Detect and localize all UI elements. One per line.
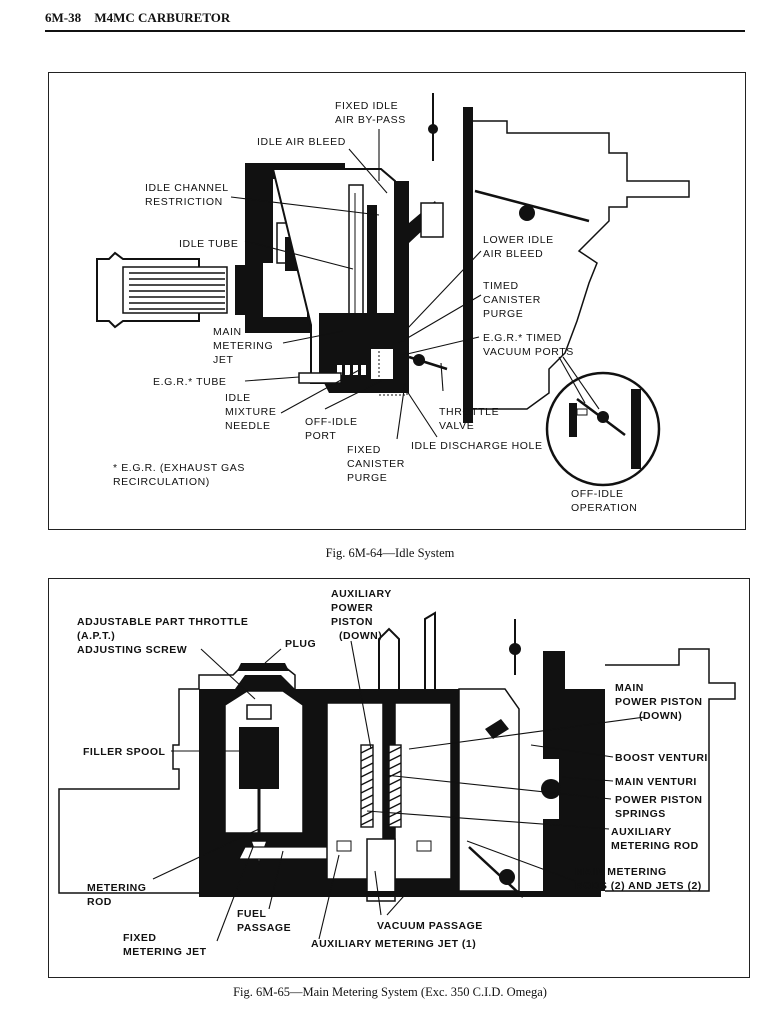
label-boost-venturi: BOOST VENTURI	[615, 752, 708, 764]
page-number: 6M-38	[45, 10, 82, 25]
label-idle-channel-restriction: IDLE CHANNEL RESTRICTION	[145, 182, 232, 208]
label-main-venturi: MAIN VENTURI	[615, 776, 697, 788]
idle-system-figure: FIXED IDLE AIR BY-PASS IDLE AIR BLEED ID…	[48, 72, 746, 530]
label-egr-footnote: * E.G.R. (EXHAUST GAS RECIRCULATION)	[113, 462, 249, 488]
label-auxiliary-metering-rod: AUXILIARY METERING ROD	[611, 826, 699, 852]
idle-system-diagram: FIXED IDLE AIR BY-PASS IDLE AIR BLEED ID…	[96, 93, 690, 514]
main-metering-diagram: ADJUSTABLE PART THROTTLE (A.P.T.) ADJUST…	[58, 588, 736, 958]
label-plug: PLUG	[285, 638, 316, 650]
label-apt-adjusting-screw: ADJUSTABLE PART THROTTLE (A.P.T.) ADJUST…	[77, 616, 252, 656]
label-metering-rod: METERING ROD	[87, 882, 150, 908]
label-off-idle-operation: OFF-IDLE OPERATION	[571, 488, 637, 514]
section-title: M4MC CARBURETOR	[94, 10, 231, 25]
label-idle-mixture-needle: IDLE MIXTURE NEEDLE	[225, 392, 280, 432]
label-idle-air-bleed: IDLE AIR BLEED	[257, 136, 346, 148]
label-egr-timed-vacuum-ports: E.G.R.* TIMED VACUUM PORTS	[483, 332, 574, 358]
page-header: 6M-38 M4MC CARBURETOR	[45, 10, 745, 32]
main-metering-carburetor-drawing	[58, 611, 736, 902]
label-main-metering-jet: MAIN METERING JET	[213, 326, 277, 366]
label-lower-idle-air-bleed: LOWER IDLE AIR BLEED	[483, 234, 557, 260]
idle-callout-labels: FIXED IDLE AIR BY-PASS IDLE AIR BLEED ID…	[113, 100, 637, 514]
label-auxiliary-metering-jet: AUXILIARY METERING JET (1)	[311, 938, 476, 950]
label-idle-tube: IDLE TUBE	[179, 238, 238, 250]
label-idle-discharge-hole: IDLE DISCHARGE HOLE	[411, 440, 543, 452]
label-fixed-canister-purge: FIXED CANISTER PURGE	[347, 444, 408, 484]
main-metering-callout-labels: ADJUSTABLE PART THROTTLE (A.P.T.) ADJUST…	[77, 588, 708, 958]
label-timed-canister-purge: TIMED CANISTER PURGE	[483, 280, 544, 320]
idle-carburetor-drawing	[96, 93, 690, 487]
main-metering-leader-lines	[152, 640, 646, 942]
label-main-metering-rods-jets: MAIN METERING RODS (2) AND JETS (2)	[575, 866, 702, 892]
label-off-idle-port: OFF-IDLE PORT	[305, 416, 361, 442]
label-fixed-metering-jet: FIXED METERING JET	[123, 932, 207, 958]
label-auxiliary-power-piston: AUXILIARY POWER PISTON (DOWN)	[331, 588, 395, 642]
label-vacuum-passage: VACUUM PASSAGE	[377, 920, 483, 932]
main-metering-figure: ADJUSTABLE PART THROTTLE (A.P.T.) ADJUST…	[48, 578, 750, 978]
figure-2-caption: Fig. 6M-65—Main Metering System (Exc. 35…	[233, 985, 547, 999]
label-throttle-valve: THROTTLE VALVE	[439, 406, 503, 432]
label-power-piston-springs: POWER PISTON SPRINGS	[615, 794, 706, 820]
label-filler-spool: FILLER SPOOL	[83, 746, 166, 758]
label-egr-tube: E.G.R.* TUBE	[153, 376, 227, 388]
idle-leader-lines	[230, 129, 600, 440]
label-main-power-piston: MAIN POWER PISTON (DOWN)	[615, 682, 706, 722]
label-fixed-idle-air-bypass: FIXED IDLE AIR BY-PASS	[335, 100, 406, 126]
figure-1-caption: Fig. 6M-64—Idle System	[325, 546, 455, 560]
label-fuel-passage: FUEL PASSAGE	[237, 908, 291, 934]
